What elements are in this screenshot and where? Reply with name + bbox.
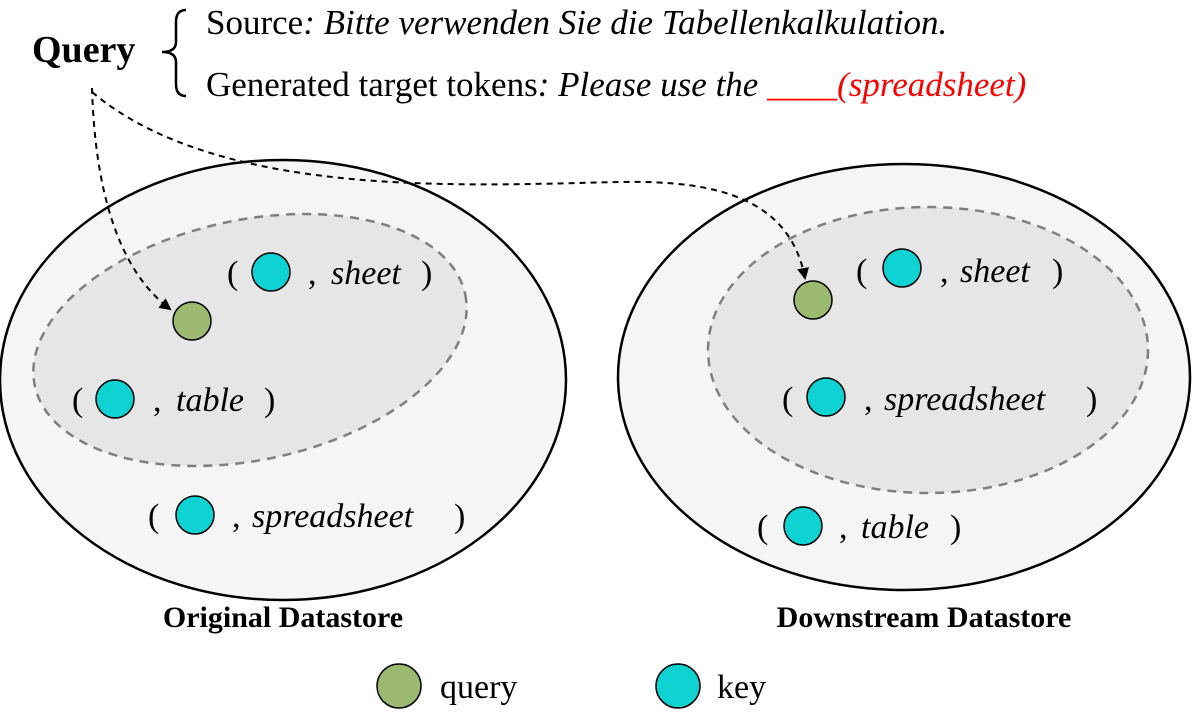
- downstream-query-point: [793, 280, 833, 320]
- downstream-neighborhood-ellipse: [706, 205, 1150, 495]
- arrow-to-original-query: [91, 87, 172, 311]
- original-datastore: ( , sheet ) ( , table ) ( , spreadsheet …: [0, 158, 568, 634]
- original-query-point: [172, 301, 212, 341]
- target-answer: (spreadsheet): [837, 65, 1026, 104]
- target-blank: ____: [766, 65, 838, 104]
- legend-key-swatch: [655, 663, 701, 709]
- pair-open: (: [782, 381, 793, 418]
- legend: query key: [376, 663, 766, 709]
- pair-close: ): [421, 255, 432, 292]
- pair-value: table: [861, 509, 929, 546]
- original-neighborhood-ellipse: [32, 212, 468, 468]
- query-label: Query: [32, 29, 135, 71]
- query-brace: [161, 8, 187, 98]
- source-line: Source: Bitte verwenden Sie die Tabellen…: [206, 3, 947, 42]
- pair-value: sheet: [331, 255, 402, 292]
- pair-close: ): [1052, 253, 1063, 290]
- pair-value: table: [176, 382, 244, 419]
- legend-key-label: key: [717, 669, 766, 706]
- source-prefix: Source: [206, 3, 303, 42]
- key-point: [95, 379, 135, 419]
- target-prefix: Generated target tokens: [206, 65, 538, 104]
- pair-separator: ,: [153, 382, 162, 419]
- legend-query-label: query: [440, 669, 517, 706]
- downstream-datastore-caption: Downstream Datastore: [777, 601, 1072, 634]
- key-point: [251, 252, 291, 292]
- pair-open: (: [856, 253, 867, 290]
- original-pair-table: ( , table ): [72, 379, 275, 419]
- pair-separator: ,: [864, 381, 873, 418]
- pair-value: spreadsheet: [884, 381, 1047, 418]
- arrow-to-downstream-query: [91, 91, 809, 280]
- target-line: Generated target tokens: Please use the …: [206, 65, 1026, 104]
- pair-close: ): [454, 498, 465, 535]
- key-point: [175, 495, 215, 535]
- pair-separator: ,: [232, 498, 241, 535]
- original-pair-sheet: ( , sheet ): [227, 252, 432, 292]
- pair-open: (: [227, 255, 238, 292]
- legend-query-swatch: [376, 663, 422, 709]
- pair-close: ): [1086, 381, 1097, 418]
- downstream-pair-sheet: ( , sheet ): [856, 248, 1063, 290]
- pair-close: ): [264, 382, 275, 419]
- pair-value: sheet: [960, 253, 1031, 290]
- pair-separator: ,: [839, 509, 848, 546]
- pair-close: ): [950, 509, 961, 546]
- pair-open: (: [148, 498, 159, 535]
- key-point: [806, 377, 846, 417]
- pair-value: spreadsheet: [252, 498, 415, 535]
- pair-open: (: [757, 509, 768, 546]
- pair-open: (: [72, 382, 83, 419]
- key-point: [783, 506, 823, 546]
- downstream-pair-spreadsheet: ( , spreadsheet ): [782, 377, 1097, 418]
- key-point: [882, 248, 922, 288]
- downstream-datastore: ( , sheet ) ( , spreadsheet ) ( , table …: [616, 162, 1192, 634]
- source-sentence: : Bitte verwenden Sie die Tabellenkalkul…: [303, 3, 947, 42]
- downstream-pair-table: ( , table ): [757, 506, 961, 546]
- pair-separator: ,: [940, 253, 949, 290]
- pair-separator: ,: [308, 255, 317, 292]
- original-datastore-caption: Original Datastore: [163, 601, 403, 634]
- target-sentence: : Please use the: [538, 65, 767, 104]
- original-pair-spreadsheet: ( , spreadsheet ): [148, 495, 465, 535]
